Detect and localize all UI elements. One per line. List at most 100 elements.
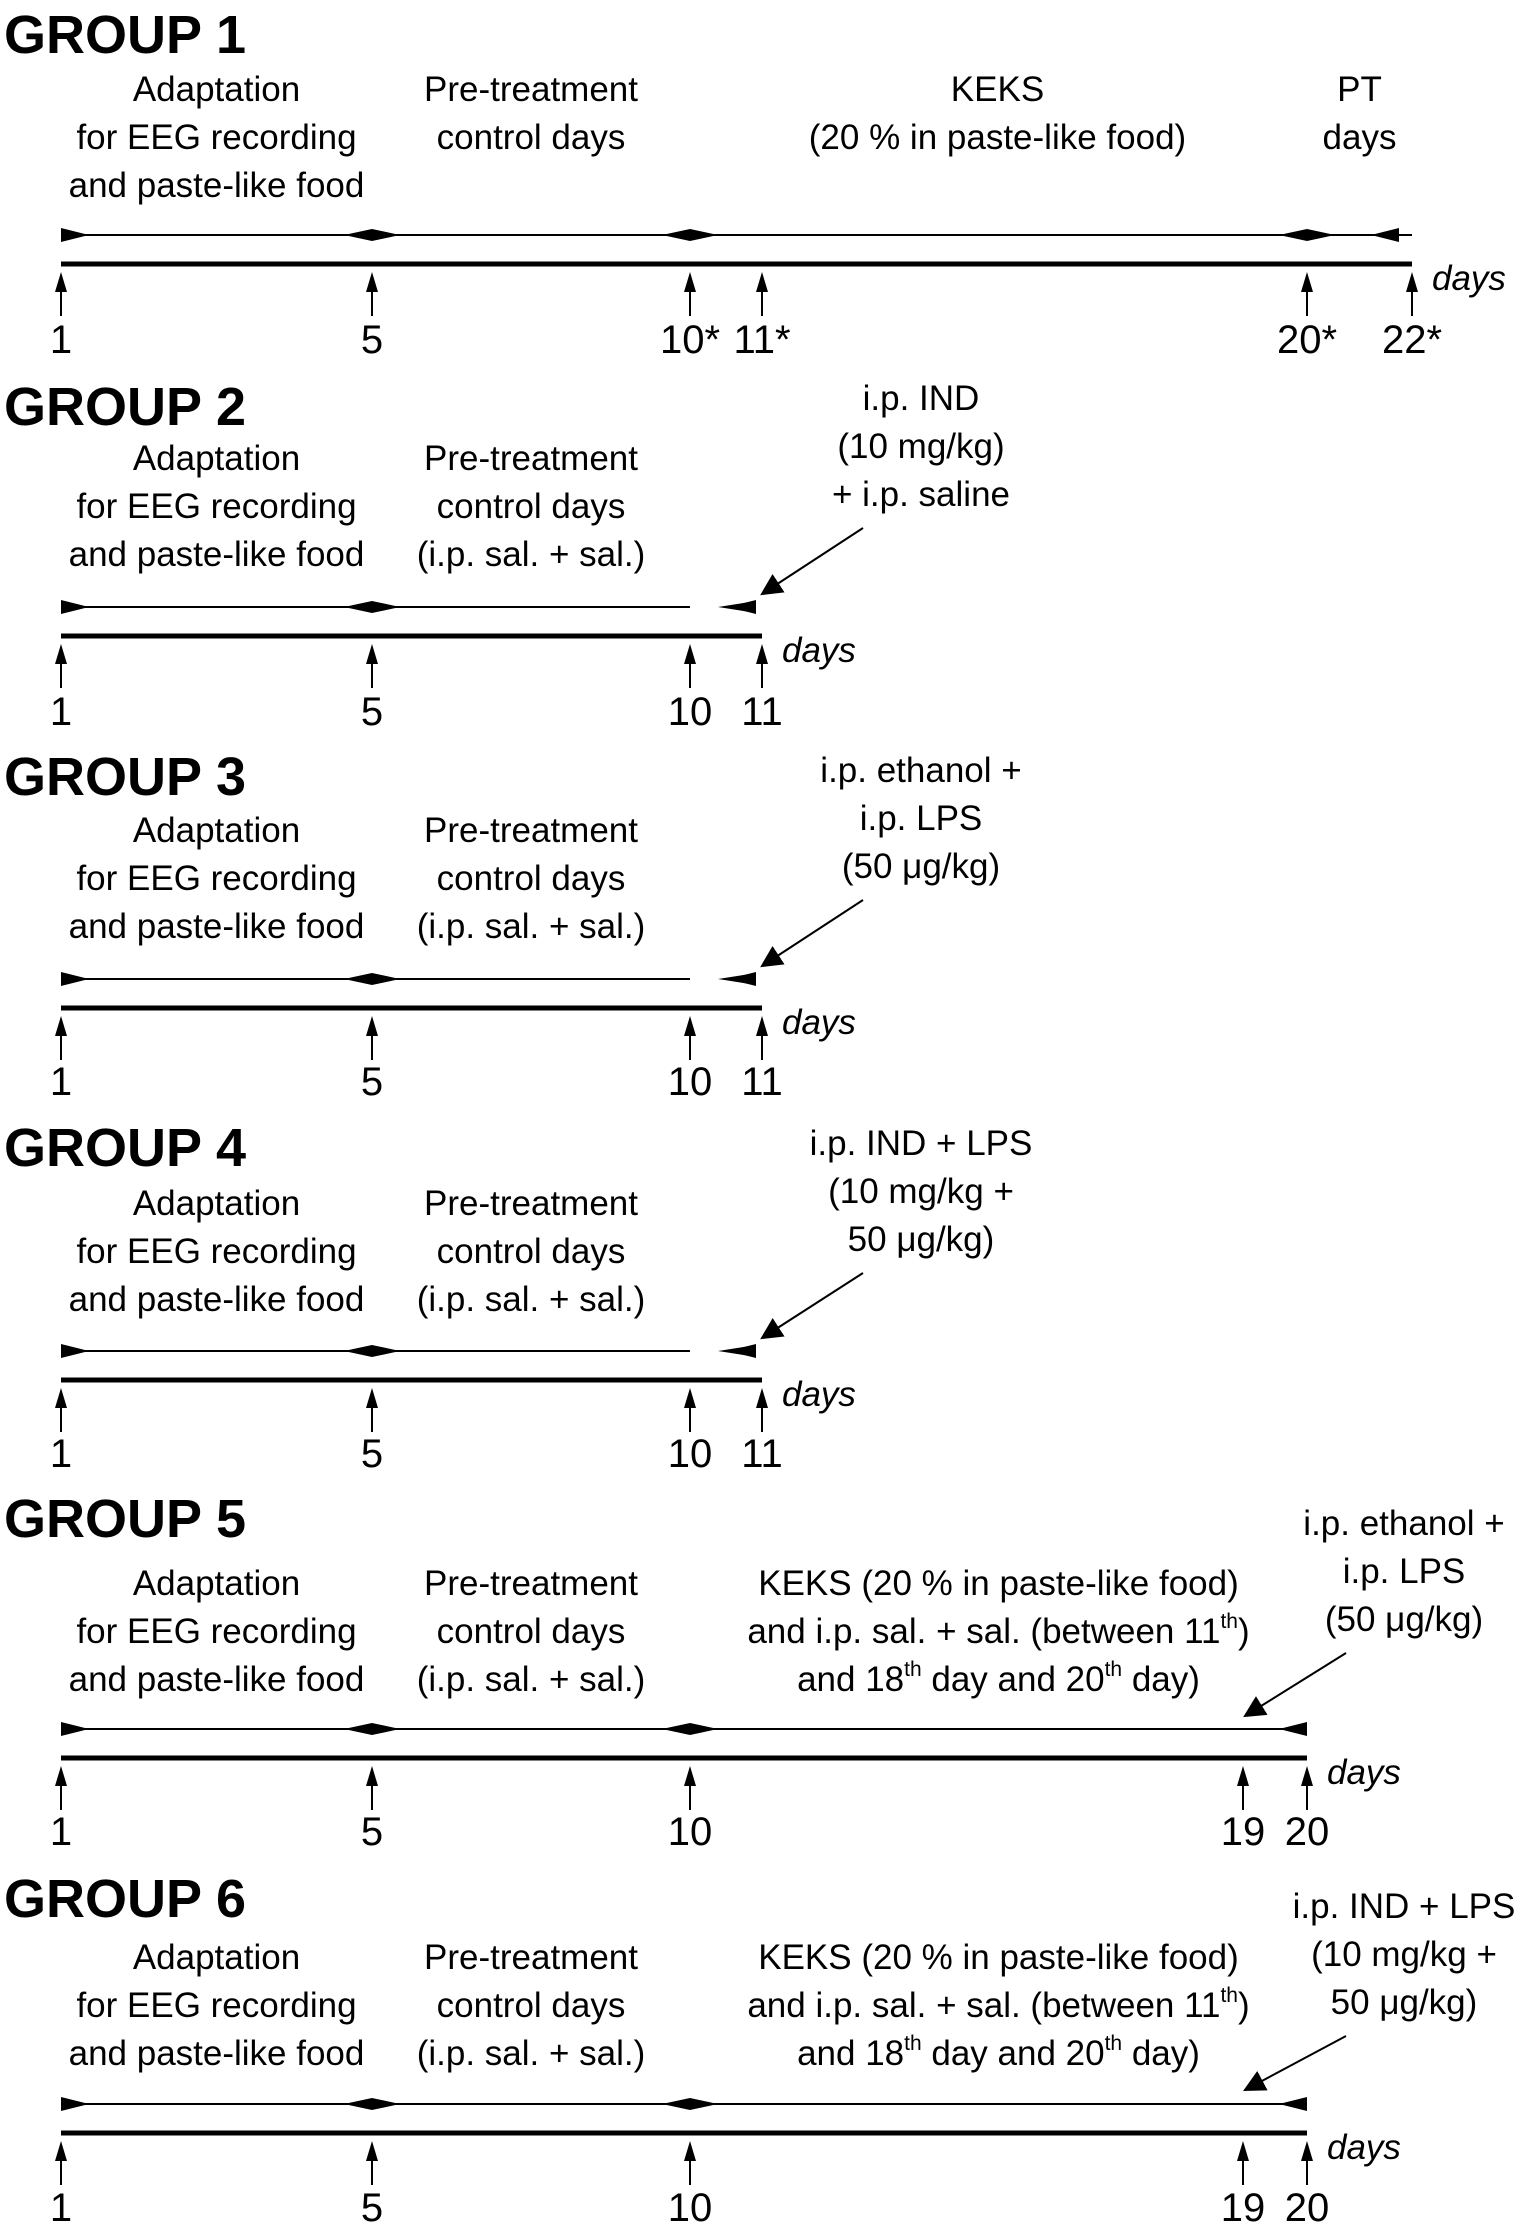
- injection-label-line: (50 μg/kg): [842, 847, 1000, 886]
- day-tick-label: 20: [1285, 2186, 1330, 2228]
- day-tick-arrow-icon: [366, 272, 378, 316]
- day-tick-arrow-icon: [684, 644, 696, 688]
- period-label-line: KEKS (20 % in paste-like food): [758, 1938, 1239, 1977]
- period-label-line: PT: [1337, 70, 1382, 109]
- period-label-line: control days: [437, 1232, 626, 1271]
- period-label-line: (i.p. sal. + sal.): [417, 1660, 646, 1699]
- day-tick-arrow-icon: [684, 272, 696, 316]
- day-tick-label: 11: [741, 1432, 783, 1476]
- group-title: GROUP 3: [4, 747, 246, 807]
- day-tick-label: 1: [50, 690, 72, 734]
- day-tick-label: 1: [50, 2186, 72, 2228]
- bracket-end-marker: [1371, 228, 1399, 242]
- period-label-line: Adaptation: [133, 811, 300, 850]
- day-tick-arrow-icon: [366, 644, 378, 688]
- period-label-line: control days: [437, 487, 626, 526]
- day-tick-label: 11*: [733, 318, 790, 362]
- day-tick-label: 19: [1221, 2186, 1266, 2228]
- axis-days-label: days: [782, 1375, 856, 1414]
- injection-label-line: i.p. ethanol +: [1303, 1504, 1504, 1543]
- day-tick-label: 1: [50, 1810, 72, 1854]
- day-tick-label: 10: [668, 2186, 713, 2228]
- bracket-separator-marker: [344, 973, 400, 985]
- period-label-line: and paste-like food: [69, 1280, 365, 1319]
- day-tick-arrow-icon: [684, 1388, 696, 1432]
- period-label-line: and 18th day and 20th day): [797, 1658, 1200, 1699]
- period-label: KEKS (20 % in paste-like food)and i.p. s…: [747, 1564, 1249, 1699]
- injection-label-line: i.p. LPS: [860, 799, 983, 838]
- period-label-line: control days: [437, 1986, 626, 2025]
- bracket-separator-marker: [344, 601, 400, 613]
- day-tick-arrow-icon: [55, 644, 67, 688]
- day-tick-label: 10: [668, 690, 713, 734]
- period-label: PT days: [1323, 70, 1397, 157]
- bracket-separator-marker: [662, 2098, 718, 2110]
- day-tick-label: 1: [50, 318, 72, 362]
- injection-arrow-icon: [760, 1272, 864, 1340]
- injection-label-line: (10 mg/kg): [837, 427, 1004, 466]
- period-label-line: KEKS (20 % in paste-like food): [758, 1564, 1239, 1603]
- day-tick-arrow-icon: [684, 1016, 696, 1060]
- period-label: Pre-treatment control days (i.p. sal. + sa…: [417, 1564, 646, 1699]
- day-tick-arrow-icon: [1237, 2141, 1249, 2185]
- period-label-line: for EEG recording: [76, 118, 356, 157]
- bracket-separator-marker: [344, 2098, 400, 2110]
- day-tick-arrow-icon: [1237, 1766, 1249, 1810]
- bracket-start-marker: [61, 1722, 89, 1736]
- day-tick-label: 20: [1285, 1810, 1330, 1854]
- period-label-line: Adaptation: [133, 1184, 300, 1223]
- injection-label: i.p. ethanol + i.p. LPS (50 μg/kg): [1303, 1504, 1504, 1639]
- bracket-end-marker: [1279, 2097, 1307, 2111]
- period-label-line: for EEG recording: [76, 859, 356, 898]
- period-label: KEKS(20 % in paste-like food): [809, 70, 1186, 157]
- day-tick-label: 1: [50, 1060, 72, 1104]
- injection-arrow-icon: [1243, 1652, 1347, 1718]
- injection-label-line: (50 μg/kg): [1325, 1600, 1483, 1639]
- period-label-line: control days: [437, 1612, 626, 1651]
- bracket-start-marker: [61, 972, 89, 986]
- group-title: GROUP 2: [4, 377, 246, 437]
- period-label-line: control days: [437, 118, 626, 157]
- period-label-line: (i.p. sal. + sal.): [417, 907, 646, 946]
- day-tick-label: 10: [668, 1060, 713, 1104]
- bracket-start-marker: [61, 228, 89, 242]
- period-label: Adaptation for EEG recording and paste-lik…: [69, 811, 365, 946]
- bracket-end-marker: [1279, 1722, 1307, 1736]
- day-tick-arrow-icon: [55, 1766, 67, 1810]
- day-tick-label: 10: [668, 1810, 713, 1854]
- period-label-line: and 18th day and 20th day): [797, 2032, 1200, 2073]
- axis-days-label: days: [1327, 1753, 1401, 1792]
- injection-label-line: i.p. LPS: [1343, 1552, 1466, 1591]
- period-label-line: Adaptation: [133, 1564, 300, 1603]
- day-tick-arrow-icon: [55, 2141, 67, 2185]
- day-tick-arrow-icon: [1301, 2141, 1313, 2185]
- injection-label: i.p. IND + LPS(10 mg/kg +50 μg/kg): [1293, 1887, 1516, 2022]
- injection-arrow-icon: [760, 899, 864, 968]
- day-tick-arrow-icon: [55, 1016, 67, 1060]
- period-label-line: Adaptation: [133, 1938, 300, 1977]
- injection-label-line: i.p. ethanol +: [820, 751, 1021, 790]
- period-label-line: KEKS: [951, 70, 1044, 109]
- period-label-line: (i.p. sal. + sal.): [417, 1280, 646, 1319]
- day-tick-arrow-icon: [756, 1016, 768, 1060]
- axis-days-label: days: [782, 631, 856, 670]
- axis-days-label: days: [782, 1003, 856, 1042]
- bracket-separator-marker: [718, 1346, 750, 1356]
- period-label-line: and paste-like food: [69, 907, 365, 946]
- period-label-line: Pre-treatment: [424, 1564, 638, 1603]
- period-label-line: days: [1323, 118, 1397, 157]
- injection-label-line: i.p. IND + LPS: [1293, 1887, 1516, 1926]
- period-label-line: and paste-like food: [69, 2034, 365, 2073]
- injection-label-line: 50 μg/kg): [848, 1220, 995, 1259]
- group-title: GROUP 4: [4, 1118, 246, 1178]
- axis-days-label: days: [1432, 259, 1506, 298]
- injection-label-line: i.p. IND + LPS: [810, 1124, 1033, 1163]
- period-label-line: and paste-like food: [69, 166, 365, 205]
- bracket-start-marker: [61, 600, 89, 614]
- day-tick-label: 11: [741, 690, 783, 734]
